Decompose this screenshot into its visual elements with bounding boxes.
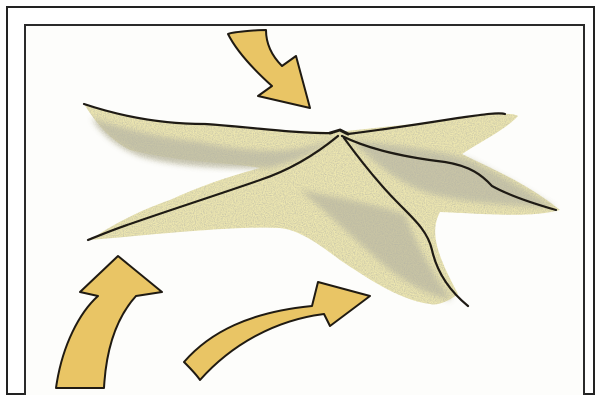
wind-arrow-south [184,282,370,380]
wind-arrow-southwest [56,256,162,388]
wind-arrow-north [228,30,310,108]
